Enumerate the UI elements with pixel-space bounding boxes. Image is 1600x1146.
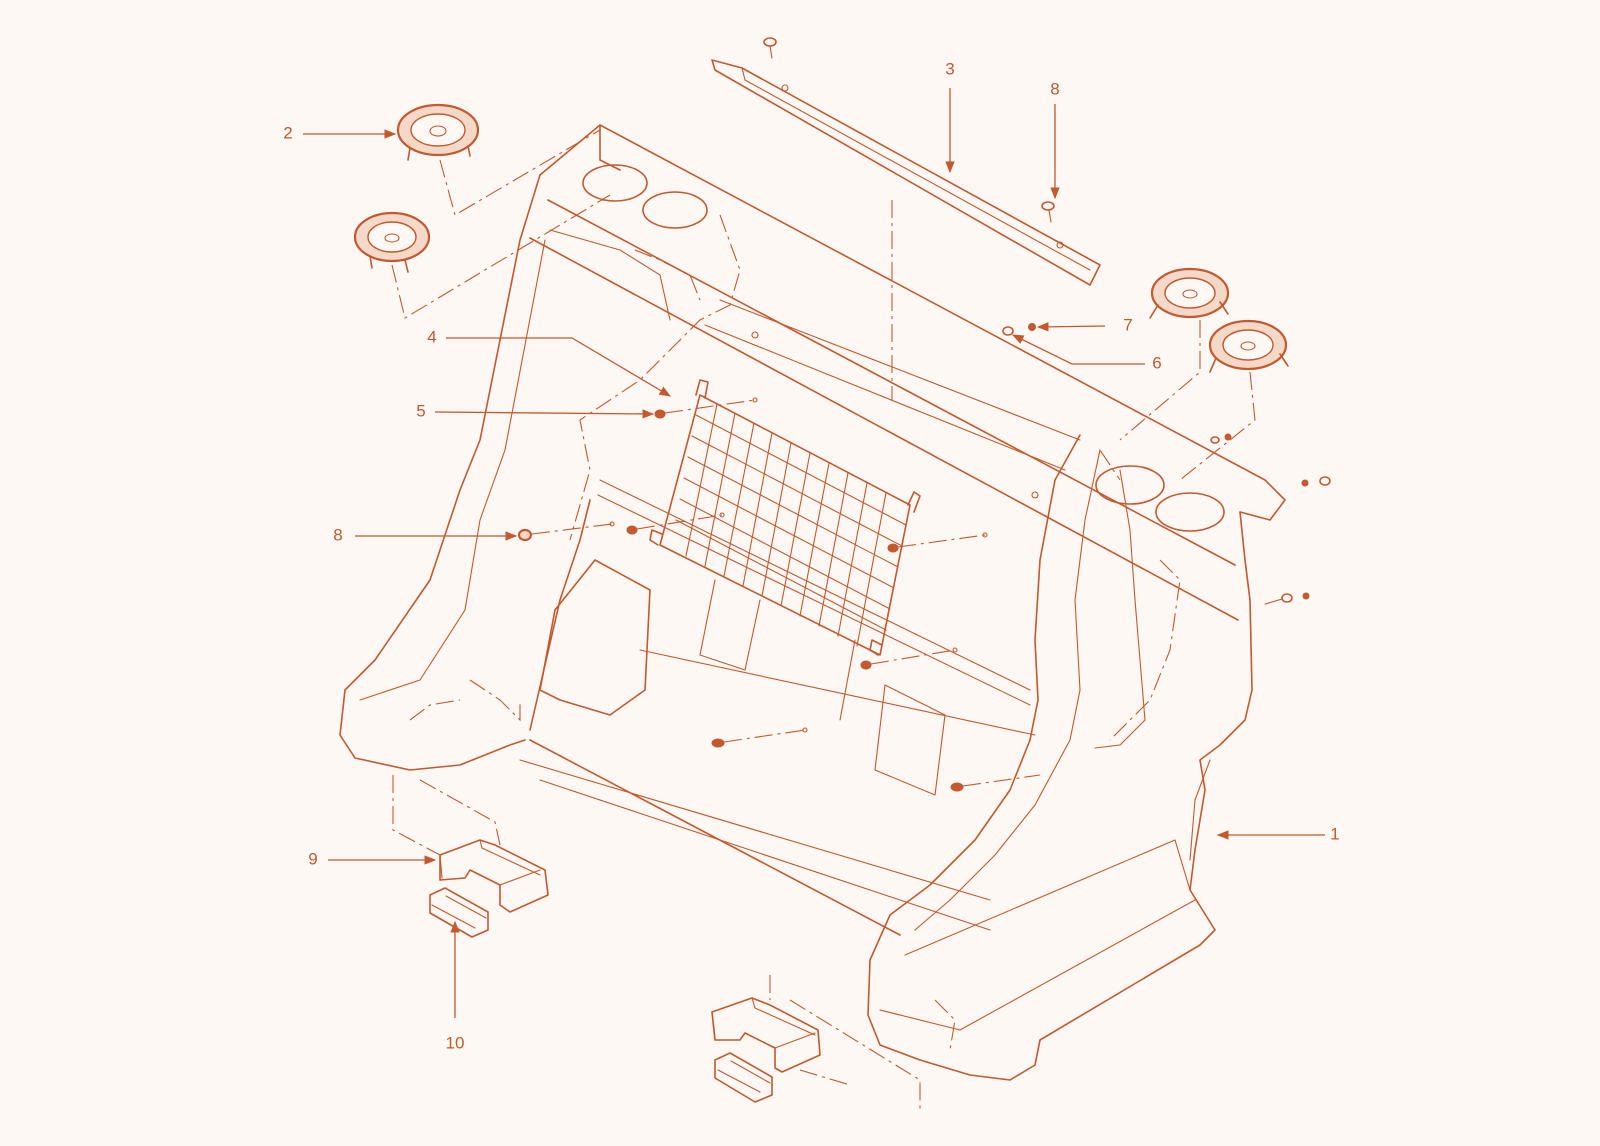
- callout-8-top: 8: [1050, 79, 1059, 98]
- strip-screw-icon: [763, 37, 777, 59]
- speaker-ring-icon: [1149, 267, 1230, 319]
- washer-icon: [1210, 433, 1232, 444]
- callout-5: 5: [416, 401, 425, 420]
- fastener-screw-icon: [887, 532, 988, 553]
- fastener-screw-icon: [626, 512, 725, 535]
- top-trim-strip: [711, 37, 1101, 400]
- foot-bracket-right: [711, 975, 921, 1110]
- callout-3: 3: [945, 59, 954, 78]
- fastener-screw-icon: [860, 647, 958, 670]
- fastener-screw-icon: [654, 397, 758, 419]
- callout-7: 7: [1123, 315, 1132, 334]
- fastener-screw-icon: [950, 774, 1041, 792]
- speaker-ring-icon: [1208, 319, 1289, 373]
- washer-icon: [1261, 592, 1310, 606]
- leader-lines: [303, 88, 1325, 1018]
- washer-icon: [1002, 326, 1014, 336]
- speaker-ring-icon: [396, 103, 480, 161]
- callout-4: 4: [427, 327, 436, 346]
- rack-body: [339, 124, 1286, 1081]
- washer-icon: [1301, 476, 1331, 487]
- fastener-screw-icon: [711, 727, 808, 748]
- callout-labels: 1 2 3 4 5 6 7 8 8 9 10: [283, 59, 1339, 1052]
- callout-1: 1: [1330, 824, 1339, 843]
- callout-10: 10: [446, 1033, 465, 1052]
- callout-2: 2: [283, 123, 292, 142]
- callout-8-left: 8: [333, 525, 342, 544]
- nut-icon: [1028, 323, 1036, 331]
- foot-bracket-left: [392, 775, 549, 938]
- mesh-net: [649, 379, 921, 721]
- callout-9: 9: [308, 849, 317, 868]
- callout-6: 6: [1152, 353, 1161, 372]
- speaker-ring-icon: [353, 211, 431, 273]
- fastener-screw-icon: [517, 521, 615, 542]
- strip-screw-icon: [1041, 201, 1055, 223]
